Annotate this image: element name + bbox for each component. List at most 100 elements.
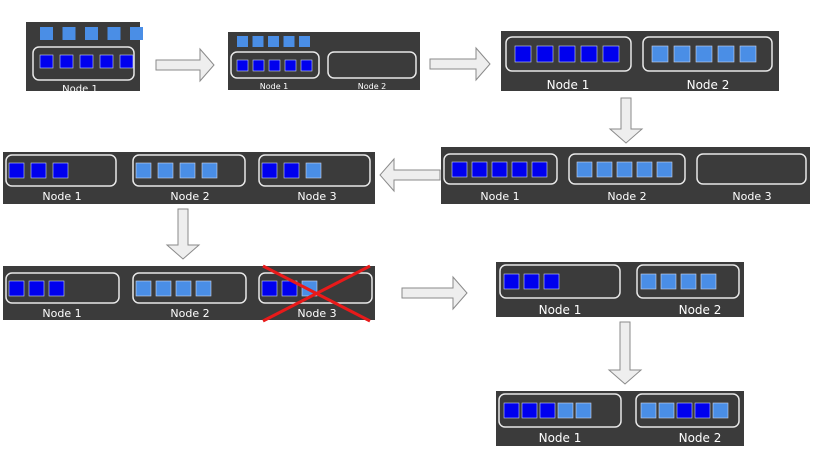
primary-shard [471,161,488,178]
replica-shard [656,161,673,178]
primary-shard [523,273,540,290]
stage-2: Node 1 Node 2 [228,32,420,91]
node-3-box [696,153,807,185]
node-2-box [642,36,773,72]
failure-cross-line [262,264,371,323]
primary-shard [451,161,468,178]
unassigned-replica-shard [62,27,76,40]
replica-shard [712,402,729,419]
primary-shard [694,402,711,419]
node-3-label: Node 3 [732,190,771,203]
replica-shard [616,161,633,178]
replica-shard [680,273,697,290]
unassigned-replica-shard [299,36,310,47]
node-1-label: Node 1 [42,307,81,320]
node-1-box [505,36,632,72]
primary-shard [283,162,300,179]
node-1-box [499,264,621,299]
node-1-box [5,272,120,304]
node-2-label: Node 2 [679,431,722,445]
unassigned-replica-shard [40,27,53,40]
primary-shard [503,402,520,419]
node-1-label: Node 1 [480,190,519,203]
replica-shard [305,162,322,179]
node-2-box [132,154,246,187]
replica-shard [596,161,613,178]
replica-shard [155,280,172,297]
stage-4: Node 1 Node 2 Node 3 [441,147,810,204]
node-2-label: Node 2 [170,190,209,203]
replica-shard [695,45,713,63]
unassigned-replica-shard [130,27,143,40]
node-1-label: Node 1 [260,82,289,91]
primary-shard [30,162,47,179]
replica-shard [576,161,593,178]
replica-shard [575,402,592,419]
primary-shard [300,59,313,72]
primary-shard [79,54,94,69]
primary-shard [676,402,693,419]
primary-shard [511,161,528,178]
node-2-label: Node 2 [679,303,722,317]
stage-1: Node 1 [26,22,143,95]
primary-shard [59,54,74,69]
primary-shard [261,162,278,179]
node-1-label: Node 1 [42,190,81,203]
flow-arrow-down-7 [607,321,643,385]
replica-shard [673,45,691,63]
replica-shard [195,280,212,297]
primary-shard [252,59,265,72]
flow-arrow-right-2 [429,46,491,82]
node-2-label: Node 2 [687,78,730,92]
unassigned-replica-shard [107,27,121,40]
stage-7: Node 1 Node 2 [496,262,744,317]
node-1-box [443,153,558,185]
flow-arrow-down-5 [165,208,201,260]
unassigned-replica-shard [252,36,264,47]
primary-shard [261,280,278,297]
node-2-label: Node 2 [358,82,387,91]
primary-shard [28,280,45,297]
primary-shard [99,54,114,69]
node-1-box [32,46,135,81]
replica-shard [700,273,717,290]
primary-shard [531,161,548,178]
primary-shard [48,280,65,297]
replica-shard [651,45,669,63]
primary-shard [539,402,556,419]
replica-shard [179,162,196,179]
node-1-label: Node 1 [539,303,582,317]
node-2-box [132,272,247,304]
node-1-box [5,154,117,187]
stage-8: Node 1 Node 2 [496,391,744,446]
primary-shard [536,45,554,63]
node-1-label: Node 1 [539,431,582,445]
replica-shard [557,402,574,419]
node-2-label: Node 2 [607,190,646,203]
flow-arrow-right-1 [155,47,215,83]
node-2-box [635,393,740,428]
unassigned-replica-shard [268,36,279,47]
cluster-panel [496,391,744,446]
primary-shard [119,54,134,69]
replica-shard [640,273,657,290]
node-1-box [230,51,320,79]
replica-shard [640,402,657,419]
replica-shard [739,45,757,63]
primary-shard [580,45,598,63]
node-3-box [258,272,373,304]
node-3-label: Node 3 [297,307,336,320]
unassigned-replica-shard [237,36,248,47]
replica-shard [717,45,735,63]
primary-shard [543,273,560,290]
replica-shard [660,273,677,290]
flow-arrow-down-3 [608,97,644,144]
replica-shard [175,280,192,297]
primary-shard [8,162,25,179]
primary-shard [521,402,538,419]
primary-shard [8,280,25,297]
primary-shard [558,45,576,63]
